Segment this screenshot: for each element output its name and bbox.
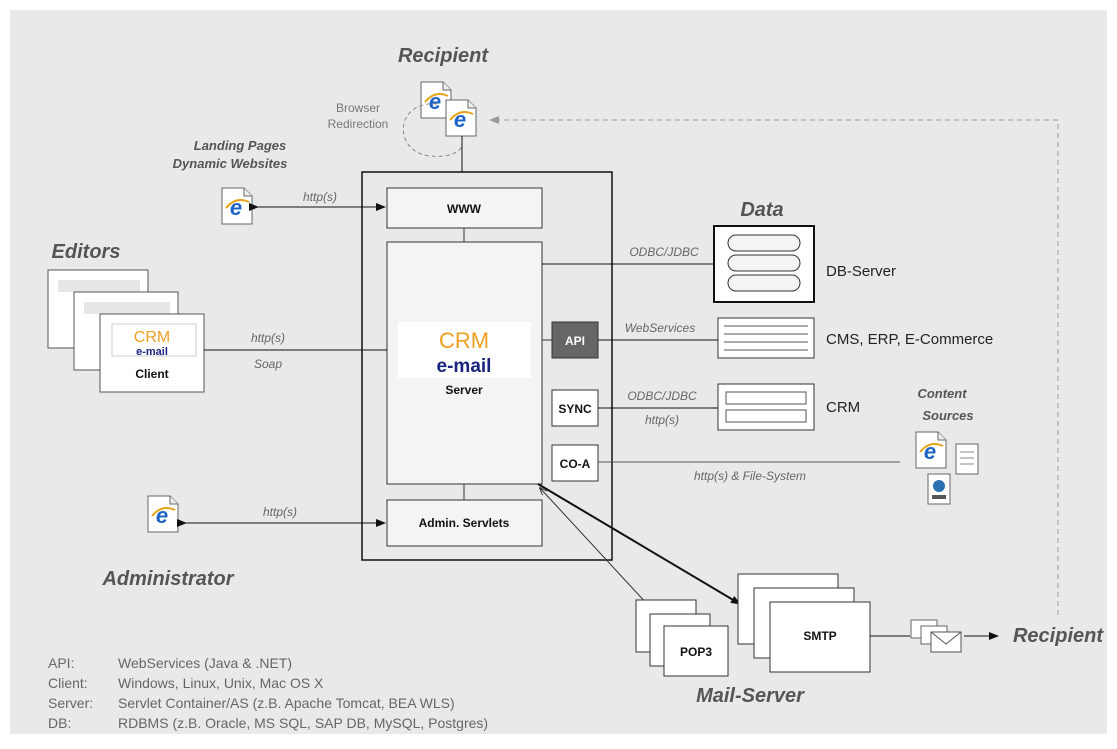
crm-label: CRM <box>826 399 860 416</box>
server-label: Server <box>445 383 483 397</box>
admin-servlets-label: Admin. Servlets <box>419 516 510 530</box>
legend-value: Servlet Container/AS (z.B. Apache Tomcat… <box>118 695 455 711</box>
legend-value: Windows, Linux, Unix, Mac OS X <box>118 675 324 691</box>
client-box: CRM e-mail Client <box>111 323 197 381</box>
client-http-label: http(s) <box>251 331 285 345</box>
filesystem-label: http(s) & File-System <box>694 469 806 483</box>
www-label: WWW <box>447 202 482 216</box>
mail-server-label: Mail-Server <box>696 685 805 707</box>
sync-box <box>551 389 599 427</box>
legend-key: Server: <box>48 695 93 711</box>
server-brand-top: CRM <box>439 328 489 353</box>
crm-box <box>717 383 815 431</box>
db-cylinder-icon <box>727 234 801 292</box>
content-sources-icons <box>915 431 979 505</box>
soap-label: Soap <box>254 357 282 371</box>
pop3-stack <box>635 599 729 677</box>
smtp-arrow <box>537 483 741 605</box>
legend-key: DB: <box>48 715 71 731</box>
cms-label: CMS, ERP, E-Commerce <box>826 331 993 348</box>
recipient-top-label: Recipient <box>398 45 489 67</box>
envelope-icon <box>910 619 962 653</box>
odbc-crm-label: ODBC/JDBC <box>627 389 697 403</box>
sync-label: SYNC <box>558 402 592 416</box>
client-brand-top: CRM <box>134 329 170 346</box>
administrator-browser-icon <box>147 495 179 533</box>
content-sources-line-2: Sources <box>922 408 973 423</box>
legend-value: RDBMS (z.B. Oracle, MS SQL, SAP DB, MySQ… <box>118 715 488 731</box>
coa-box <box>551 444 599 482</box>
server-frame <box>361 171 613 561</box>
landing-pages-line-1: Landing Pages <box>194 138 286 153</box>
pop3-label: POP3 <box>680 645 712 659</box>
legend-value: WebServices (Java & .NET) <box>118 655 292 671</box>
api-label: API <box>565 334 585 348</box>
legend-key: API: <box>48 655 74 671</box>
smtp-stack <box>737 573 871 673</box>
client-brand-bottom: e-mail <box>136 346 168 358</box>
return-path-dashed <box>489 116 1059 615</box>
coa-label: CO-A <box>560 457 591 471</box>
administrator-label: Administrator <box>101 568 234 590</box>
admin-servlets-box <box>386 499 543 547</box>
smtp-label: SMTP <box>803 629 836 643</box>
crm-http-label: http(s) <box>645 413 679 427</box>
editors-label: Editors <box>52 241 121 263</box>
landing-page-browser-icon <box>221 187 253 225</box>
recipient-right-label: Recipient <box>1013 625 1104 647</box>
legend: API: WebServices (Java & .NET) Client: W… <box>48 655 488 731</box>
server-brand-bottom: e-mail <box>437 356 492 377</box>
pop3-arrow <box>540 488 661 619</box>
db-server-label: DB-Server <box>826 263 896 280</box>
landing-http-label: http(s) <box>303 190 337 204</box>
odbc-db-label: ODBC/JDBC <box>629 245 699 259</box>
api-box <box>551 321 599 359</box>
webservices-label: WebServices <box>625 321 695 335</box>
server-logo <box>398 322 531 378</box>
browser-redirection-line-2: Redirection <box>328 117 389 131</box>
admin-http-label: http(s) <box>263 505 297 519</box>
browser-redirection-line-1: Browser <box>336 101 380 115</box>
content-sources-line-1: Content <box>917 386 967 401</box>
legend-key: Client: <box>48 675 88 691</box>
client-label: Client <box>135 367 168 381</box>
redirection-loop <box>403 103 463 157</box>
data-title: Data <box>740 199 783 221</box>
landing-pages-line-2: Dynamic Websites <box>173 156 288 171</box>
cms-box <box>717 317 815 359</box>
